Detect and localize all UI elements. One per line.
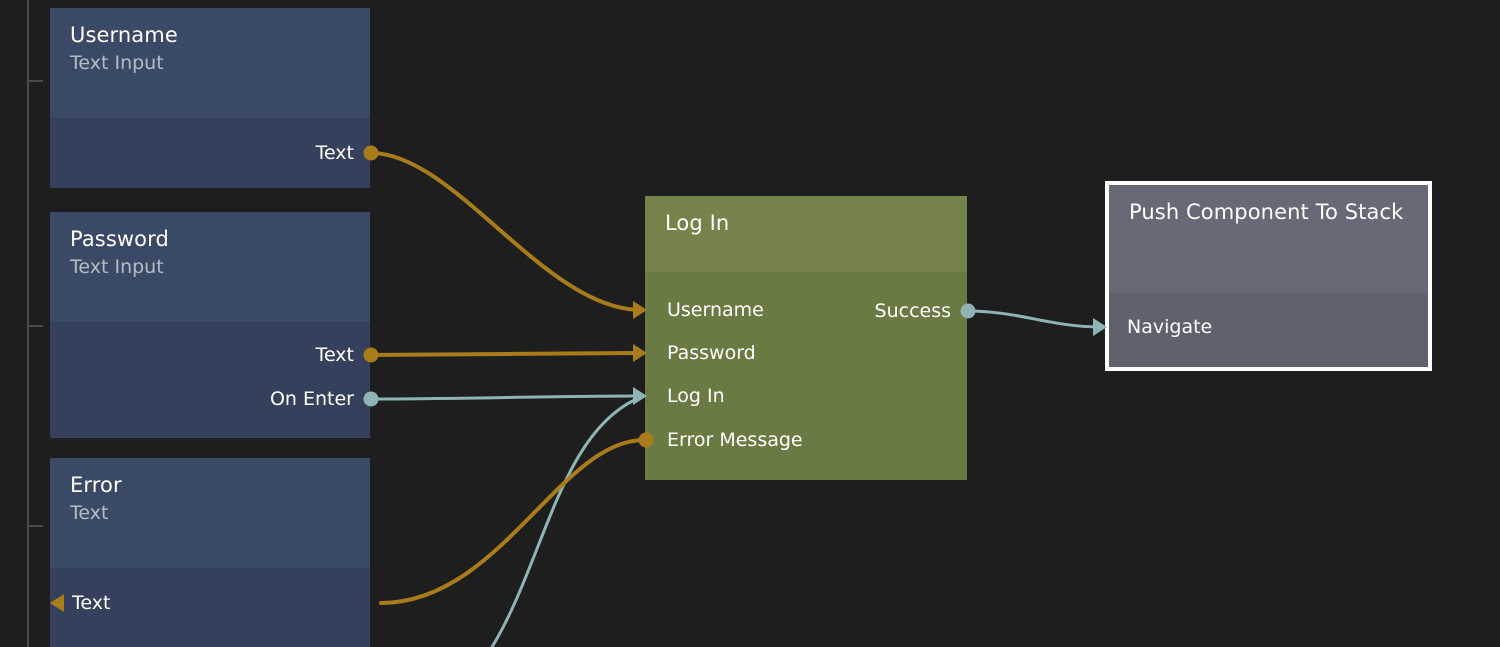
port-label-login-log-in: Log In [667,384,725,407]
port-row-push-component-navigate[interactable]: Navigate [1127,317,1212,337]
port-row-login-username[interactable]: Username [667,300,764,320]
port-label-password-text: Text [315,343,354,366]
node-subtitle-username: Text Input [70,51,164,74]
port-arrow-error-text[interactable] [50,594,64,612]
node-push-component[interactable]: Push Component To Stack [1105,181,1432,371]
node-body-push-component [1109,293,1428,367]
hierarchy-tick-0 [27,80,43,82]
node-header-login[interactable]: Log In [645,196,967,272]
port-row-error-text[interactable]: Text [72,593,110,613]
wire-password-text-to-login-password[interactable] [369,351,643,357]
node-header-push-component[interactable]: Push Component To Stack [1109,185,1428,293]
port-label-login-error-message: Error Message [667,428,803,451]
node-subtitle-error: Text [70,501,109,524]
node-body-password [50,322,370,438]
node-subtitle-password: Text Input [70,255,164,278]
node-login[interactable]: Log In [645,196,967,480]
port-row-login-password[interactable]: Password [667,343,756,363]
port-dot-login-success[interactable] [960,303,976,319]
port-dot-password-text[interactable] [363,347,379,363]
node-title-password: Password [70,227,169,251]
port-label-login-username: Username [667,298,764,321]
hierarchy-tick-2 [27,525,43,527]
port-label-username-text: Text [315,141,354,164]
hierarchy-tick-1 [27,325,43,327]
node-body-error [50,568,370,647]
port-row-login-log-in[interactable]: Log In [667,386,725,406]
node-title-push-component: Push Component To Stack [1129,200,1404,224]
port-row-username-text[interactable]: Text [316,143,354,163]
port-arrow-login-username[interactable] [633,301,647,319]
node-body-username [50,118,370,188]
node-title-login: Log In [665,211,730,235]
node-title-username: Username [70,23,178,47]
port-label-login-password: Password [667,341,756,364]
port-arrow-login-log-in[interactable] [633,387,647,405]
hierarchy-rail [27,0,29,647]
wire-username-text-to-login-username[interactable] [369,151,643,312]
port-row-login-success[interactable]: Success [875,301,951,321]
port-arrow-push-component-navigate[interactable] [1093,318,1107,336]
wire-password-onenter-to-login-login[interactable] [369,394,643,401]
wire-login-success-to-push-navigate[interactable] [964,309,1103,329]
wire-offscreen-to-login-login[interactable] [490,395,643,647]
port-row-password-text[interactable]: Text [316,345,354,365]
node-body-login [645,272,967,480]
port-label-push-component-navigate: Navigate [1127,315,1213,338]
port-dot-login-error-message[interactable] [638,432,654,448]
port-arrow-login-password[interactable] [633,344,647,362]
port-row-login-error-message[interactable]: Error Message [667,430,803,450]
port-row-password-on-enter[interactable]: On Enter [270,389,354,409]
node-title-error: Error [70,473,122,497]
port-label-login-success: Success [874,299,951,322]
wire-login-errormessage-to-error-text[interactable] [379,438,646,605]
port-dot-password-on-enter[interactable] [363,391,379,407]
port-label-error-text: Text [72,591,111,614]
port-dot-username-text[interactable] [363,145,379,161]
port-label-password-on-enter: On Enter [269,387,354,410]
